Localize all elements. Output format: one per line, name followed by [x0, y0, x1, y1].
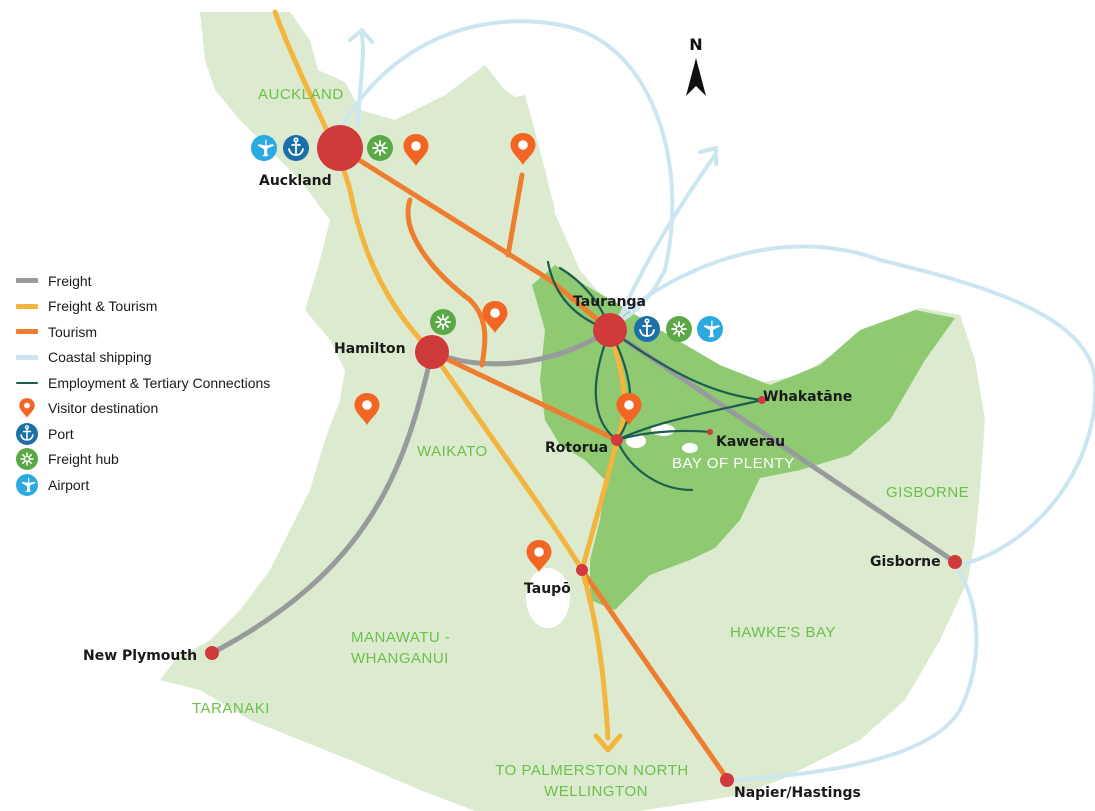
anchor-icon — [16, 422, 38, 445]
city-rotorua: Rotorua — [545, 440, 608, 456]
freight-hub-icon — [16, 448, 38, 471]
legend-label: Airport — [48, 476, 90, 493]
north-arrow-icon — [686, 58, 706, 96]
freight-tourism-line-swatch — [16, 303, 38, 309]
city-kawerau: Kawerau — [716, 434, 785, 450]
region-auckland: AUCKLAND — [258, 86, 344, 103]
visitor-destination-icon — [16, 397, 38, 419]
rotorua-marker — [611, 434, 623, 446]
legend-tourism: Tourism — [16, 319, 270, 345]
auckland-marker — [317, 125, 363, 171]
kawerau-marker — [707, 429, 713, 435]
city-auckland: Auckland — [259, 173, 332, 189]
city-tauranga: Tauranga — [573, 294, 646, 310]
legend-label: Freight hub — [48, 451, 119, 468]
legend-label: Employment & Tertiary Connections — [48, 374, 271, 391]
airplane-icon — [16, 473, 38, 496]
legend-label: Port — [48, 425, 74, 442]
whakatane-marker — [758, 396, 766, 404]
region-manawatu-line2: WHANGANUI — [351, 650, 449, 667]
tauranga-airport-icon — [697, 316, 723, 342]
legend-label: Coastal shipping — [48, 349, 152, 366]
coastal-shipping-line-swatch — [16, 354, 38, 360]
taupo-marker — [576, 564, 588, 576]
region-gisborne: GISBORNE — [886, 484, 969, 501]
region-manawatu-line1: MANAWATU - — [351, 629, 450, 646]
hamilton-marker — [415, 335, 449, 369]
auckland-port-icon — [282, 134, 310, 162]
city-hamilton: Hamilton — [334, 341, 406, 357]
coastal-shipping-routes — [338, 19, 1095, 782]
destination-line1: TO PALMERSTON NORTH — [495, 762, 688, 779]
city-napier-hastings: Napier/Hastings — [734, 785, 861, 801]
legend-airport: Airport — [16, 472, 270, 498]
city-new-plymouth: New Plymouth — [83, 648, 197, 664]
legend-freight-hub: Freight hub — [16, 447, 270, 473]
auckland-freight-hub-icon — [366, 134, 394, 162]
region-hawkes-bay: HAWKE'S BAY — [730, 624, 836, 641]
employment-line-swatch — [16, 381, 38, 384]
tourism-line-swatch — [16, 329, 38, 335]
legend-port: Port — [16, 421, 270, 447]
city-gisborne: Gisborne — [870, 554, 941, 570]
land-coromandel — [470, 95, 555, 230]
gisborne-marker — [948, 555, 962, 569]
city-whakatane: Whakatāne — [763, 389, 852, 405]
legend-label: Freight — [48, 272, 92, 289]
legend-coastal-shipping: Coastal shipping — [16, 345, 270, 371]
legend-visitor-destination: Visitor destination — [16, 396, 270, 422]
freight-line-swatch — [16, 278, 38, 284]
employment-routes — [546, 260, 764, 492]
lake-rotoiti — [682, 443, 698, 453]
napier-hastings-marker — [720, 773, 734, 787]
city-markers — [205, 125, 962, 787]
tauranga-marker — [593, 313, 627, 347]
legend-employment: Employment & Tertiary Connections — [16, 370, 270, 396]
compass-label: N — [689, 35, 702, 54]
new-plymouth-marker — [205, 646, 219, 660]
tourism-routes — [337, 145, 731, 783]
legend-label: Visitor destination — [48, 400, 159, 417]
hamilton-freight-hub-icon — [429, 308, 457, 336]
legend-label: Tourism — [48, 323, 98, 340]
map-legend: Freight Freight & Tourism Tourism Coasta… — [16, 268, 270, 498]
legend-label: Freight & Tourism — [48, 298, 158, 315]
tauranga-port-icon — [633, 315, 661, 343]
region-taranaki: TARANAKI — [192, 700, 270, 717]
auckland-airport-icon — [251, 135, 277, 161]
lake-taupo — [526, 568, 570, 628]
region-bay-of-plenty: BAY OF PLENTY — [672, 455, 795, 472]
legend-freight-tourism: Freight & Tourism — [16, 294, 270, 320]
legend-freight: Freight — [16, 268, 270, 294]
region-waikato: WAIKATO — [417, 443, 488, 460]
tauranga-freight-hub-icon — [665, 315, 693, 343]
city-taupo: Taupō — [524, 581, 571, 597]
destination-line2: WELLINGTON — [544, 783, 648, 800]
